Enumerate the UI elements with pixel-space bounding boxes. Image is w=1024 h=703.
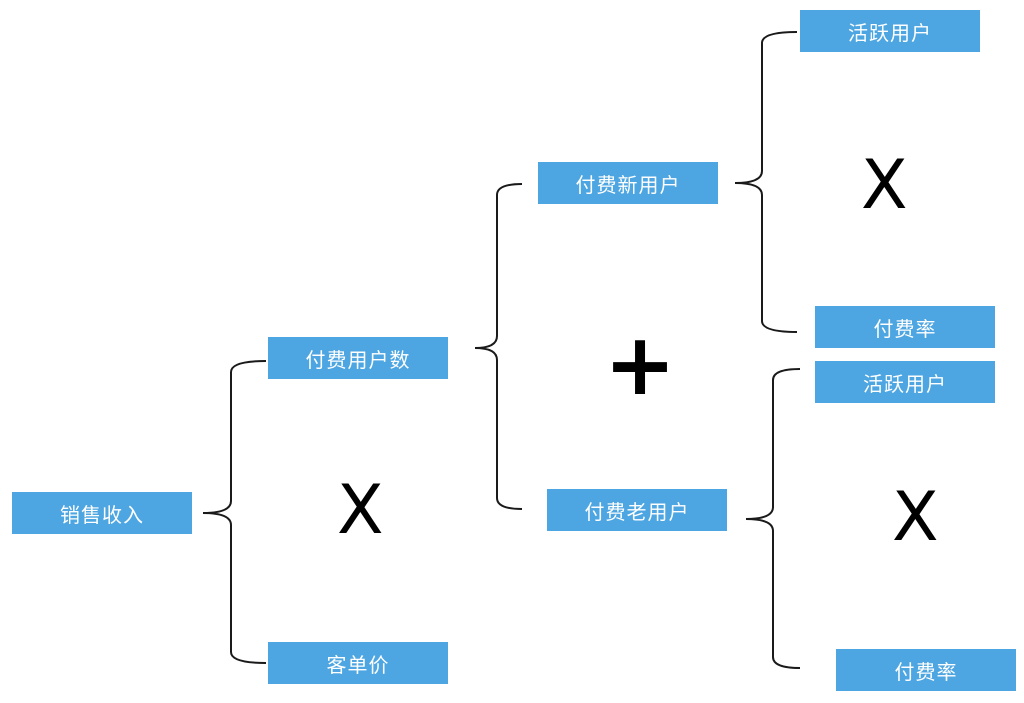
bracket-paying-users: [474, 183, 523, 510]
node-old-pay-rate: 付费率: [836, 649, 1016, 691]
node-old-active-users: 活跃用户: [815, 361, 995, 403]
multiply-operator-old-users: X: [892, 478, 939, 557]
node-new-active-users: 活跃用户: [800, 10, 980, 52]
multiply-operator-new-users: X: [861, 146, 908, 225]
node-paying-users: 付费用户数: [268, 337, 448, 379]
node-new-pay-rate: 付费率: [815, 306, 995, 348]
node-avg-order-value: 客单价: [268, 642, 448, 684]
node-sales-revenue: 销售收入: [12, 492, 192, 534]
node-new-paying-users: 付费新用户: [538, 162, 718, 204]
node-old-paying-users: 付费老用户: [547, 489, 727, 531]
plus-operator: +: [604, 315, 677, 415]
bracket-new-users: [734, 31, 798, 333]
bracket-revenue: [202, 360, 267, 664]
multiply-operator-main: X: [337, 471, 384, 550]
bracket-old-users: [745, 368, 801, 669]
